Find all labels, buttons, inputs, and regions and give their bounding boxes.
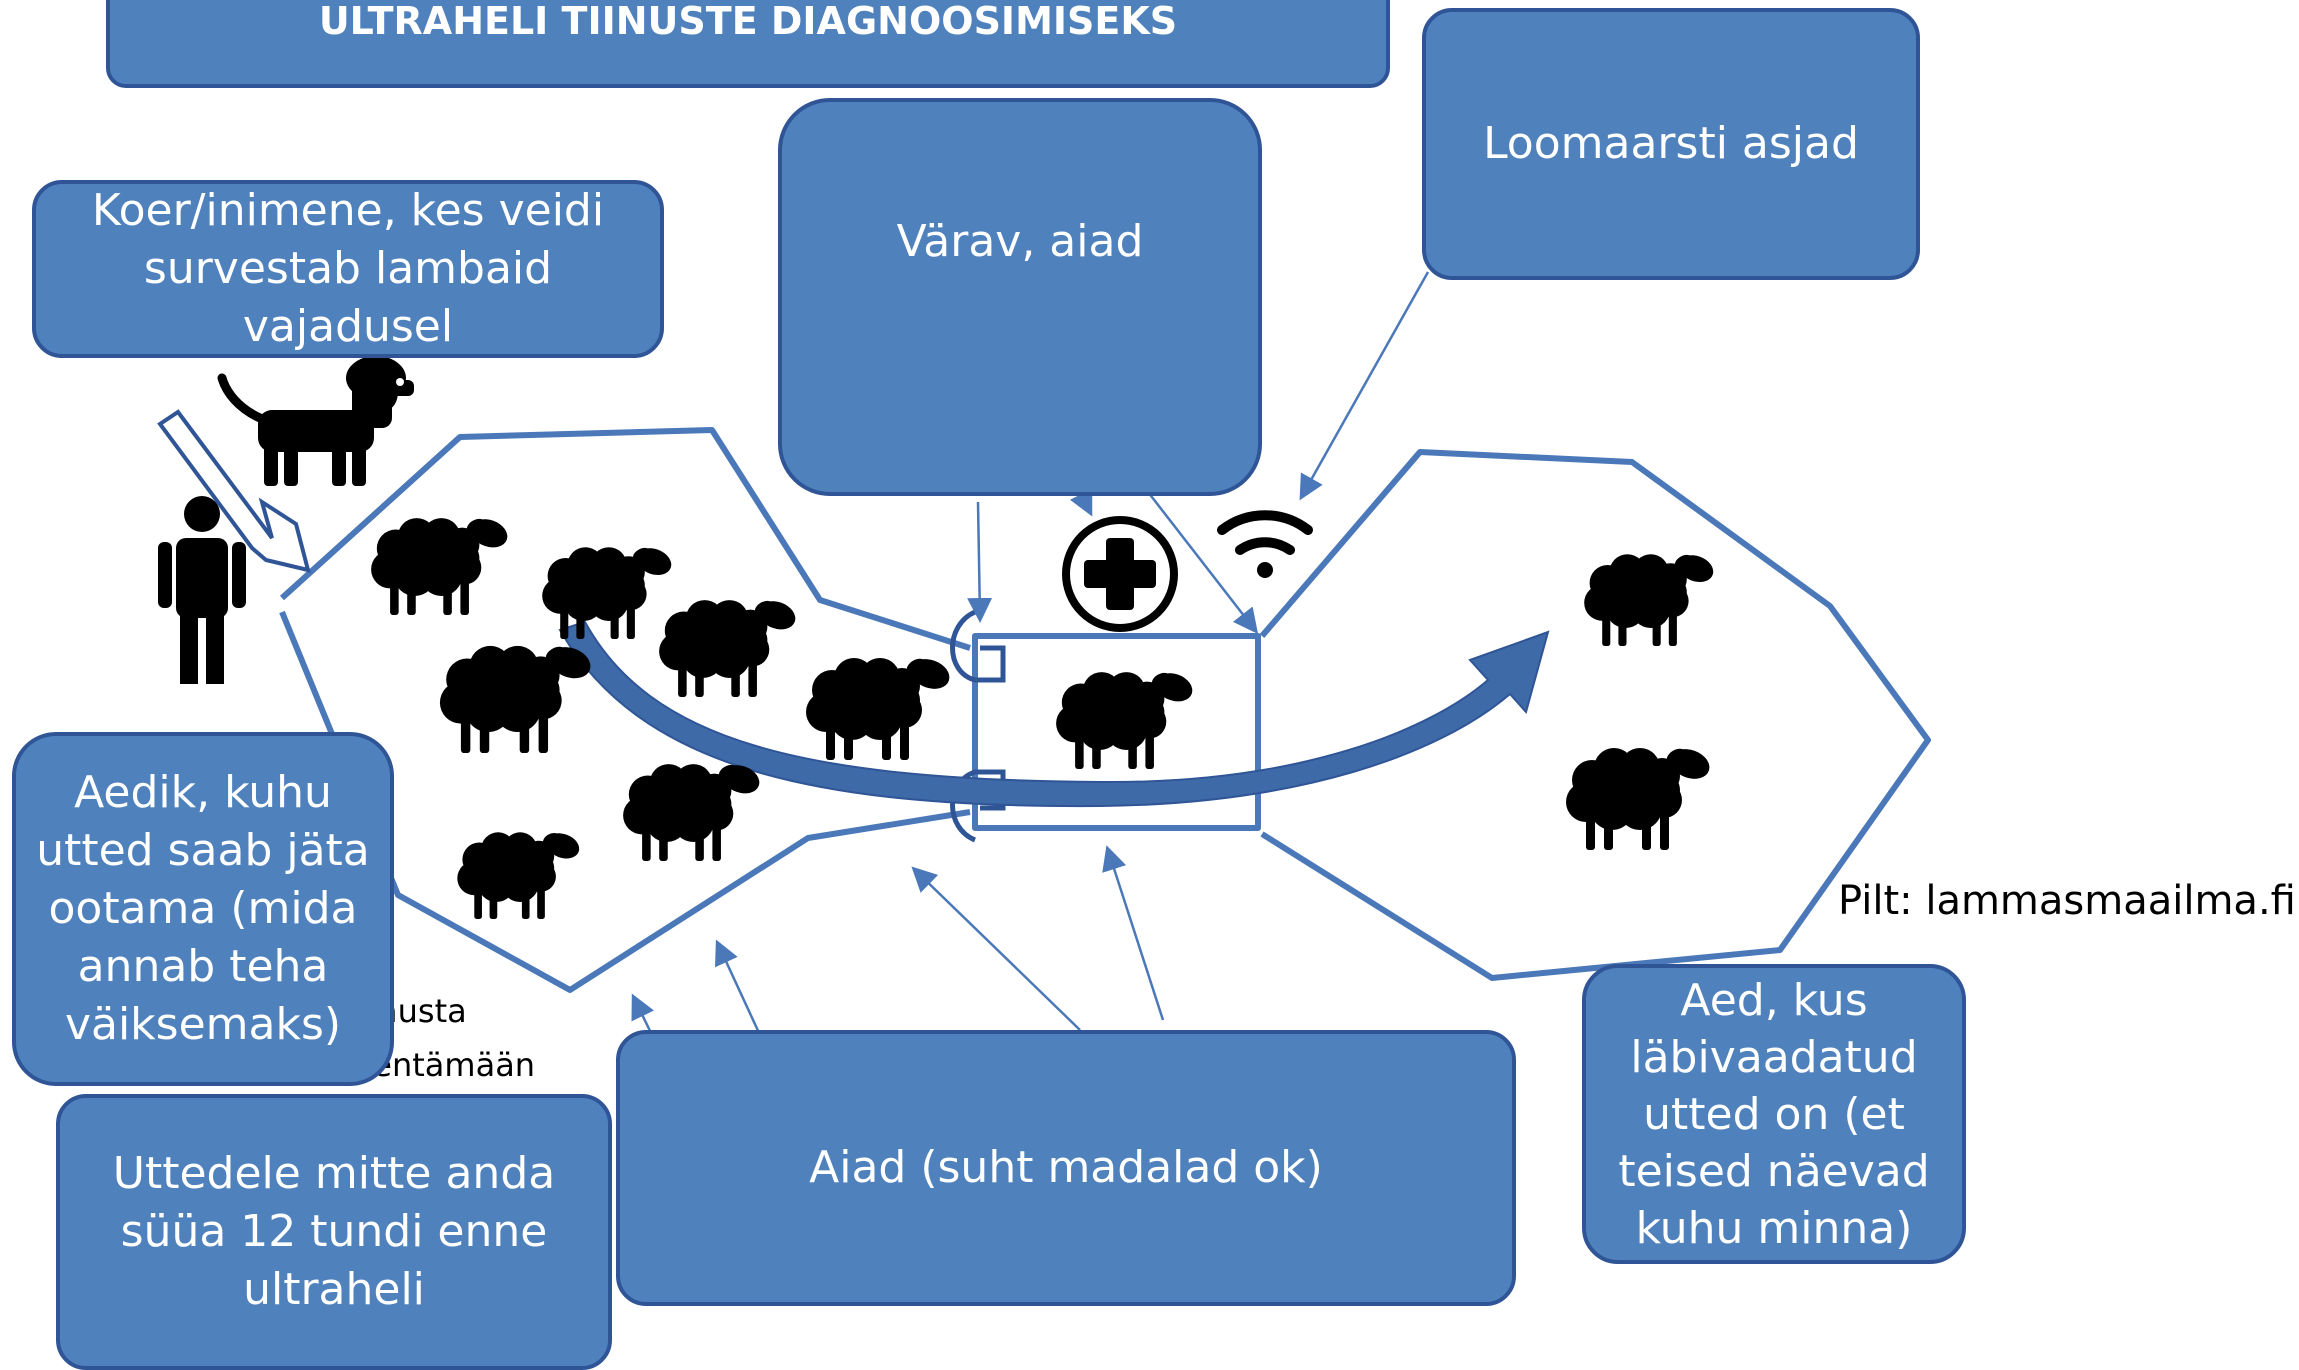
wifi-signal-icon [1217, 510, 1313, 578]
sheep-in-chute [1056, 668, 1197, 769]
dog-icon [217, 356, 414, 486]
hollow-arrow [157, 409, 311, 573]
examined-pen-label: Aed, kus läbivaadatud utted on (et teise… [1618, 974, 1930, 1254]
vet-label: Loomaarsti asjad [1483, 118, 1859, 169]
image-credit: Pilt: lammasmaailma.fi [1838, 878, 2296, 924]
diagram-title-text: ULTRAHELI TIINUSTE DIAGNOOSIMISEKS [318, 0, 1178, 43]
medical-cross-icon [1062, 516, 1178, 632]
flow-arrow [558, 620, 1550, 808]
sheep-examined [1566, 550, 1718, 850]
gate-chute [972, 633, 1261, 831]
waiting-pen-label: Aedik, kuhu utted saab jäta ootama (mida… [36, 767, 370, 1050]
right-pen-fence [1259, 449, 1931, 981]
fences-label: Aiad (suht madalad ok) [809, 1142, 1323, 1193]
dog-person-label: Koer/inimene, kes veidi survestab lambai… [91, 185, 605, 352]
pointer-arrows [631, 271, 1430, 1036]
examined-pen-callout: Aed, kus läbivaadatud utted on (et teise… [1582, 964, 1966, 1264]
waiting-pen-callout: Aedik, kuhu utted saab jäta ootama (mida… [12, 732, 394, 1086]
gate-label: Värav, aiad [896, 216, 1144, 267]
fasting-callout: Uttedele mitte anda süüa 12 tundi enne u… [56, 1094, 612, 1370]
fasting-label: Uttedele mitte anda süüa 12 tundi enne u… [112, 1148, 556, 1315]
fences-callout: Aiad (suht madalad ok) [616, 1030, 1516, 1306]
vet-callout: Loomaarsti asjad [1422, 8, 1920, 280]
person-icon [158, 496, 246, 684]
diagram-title: ULTRAHELI TIINUSTE DIAGNOOSIMISEKS [106, 0, 1390, 88]
dog-ear-cutout [396, 378, 404, 386]
gate-callout: Värav, aiad [778, 98, 1262, 496]
dog-person-callout: Koer/inimene, kes veidi survestab lambai… [32, 180, 664, 358]
